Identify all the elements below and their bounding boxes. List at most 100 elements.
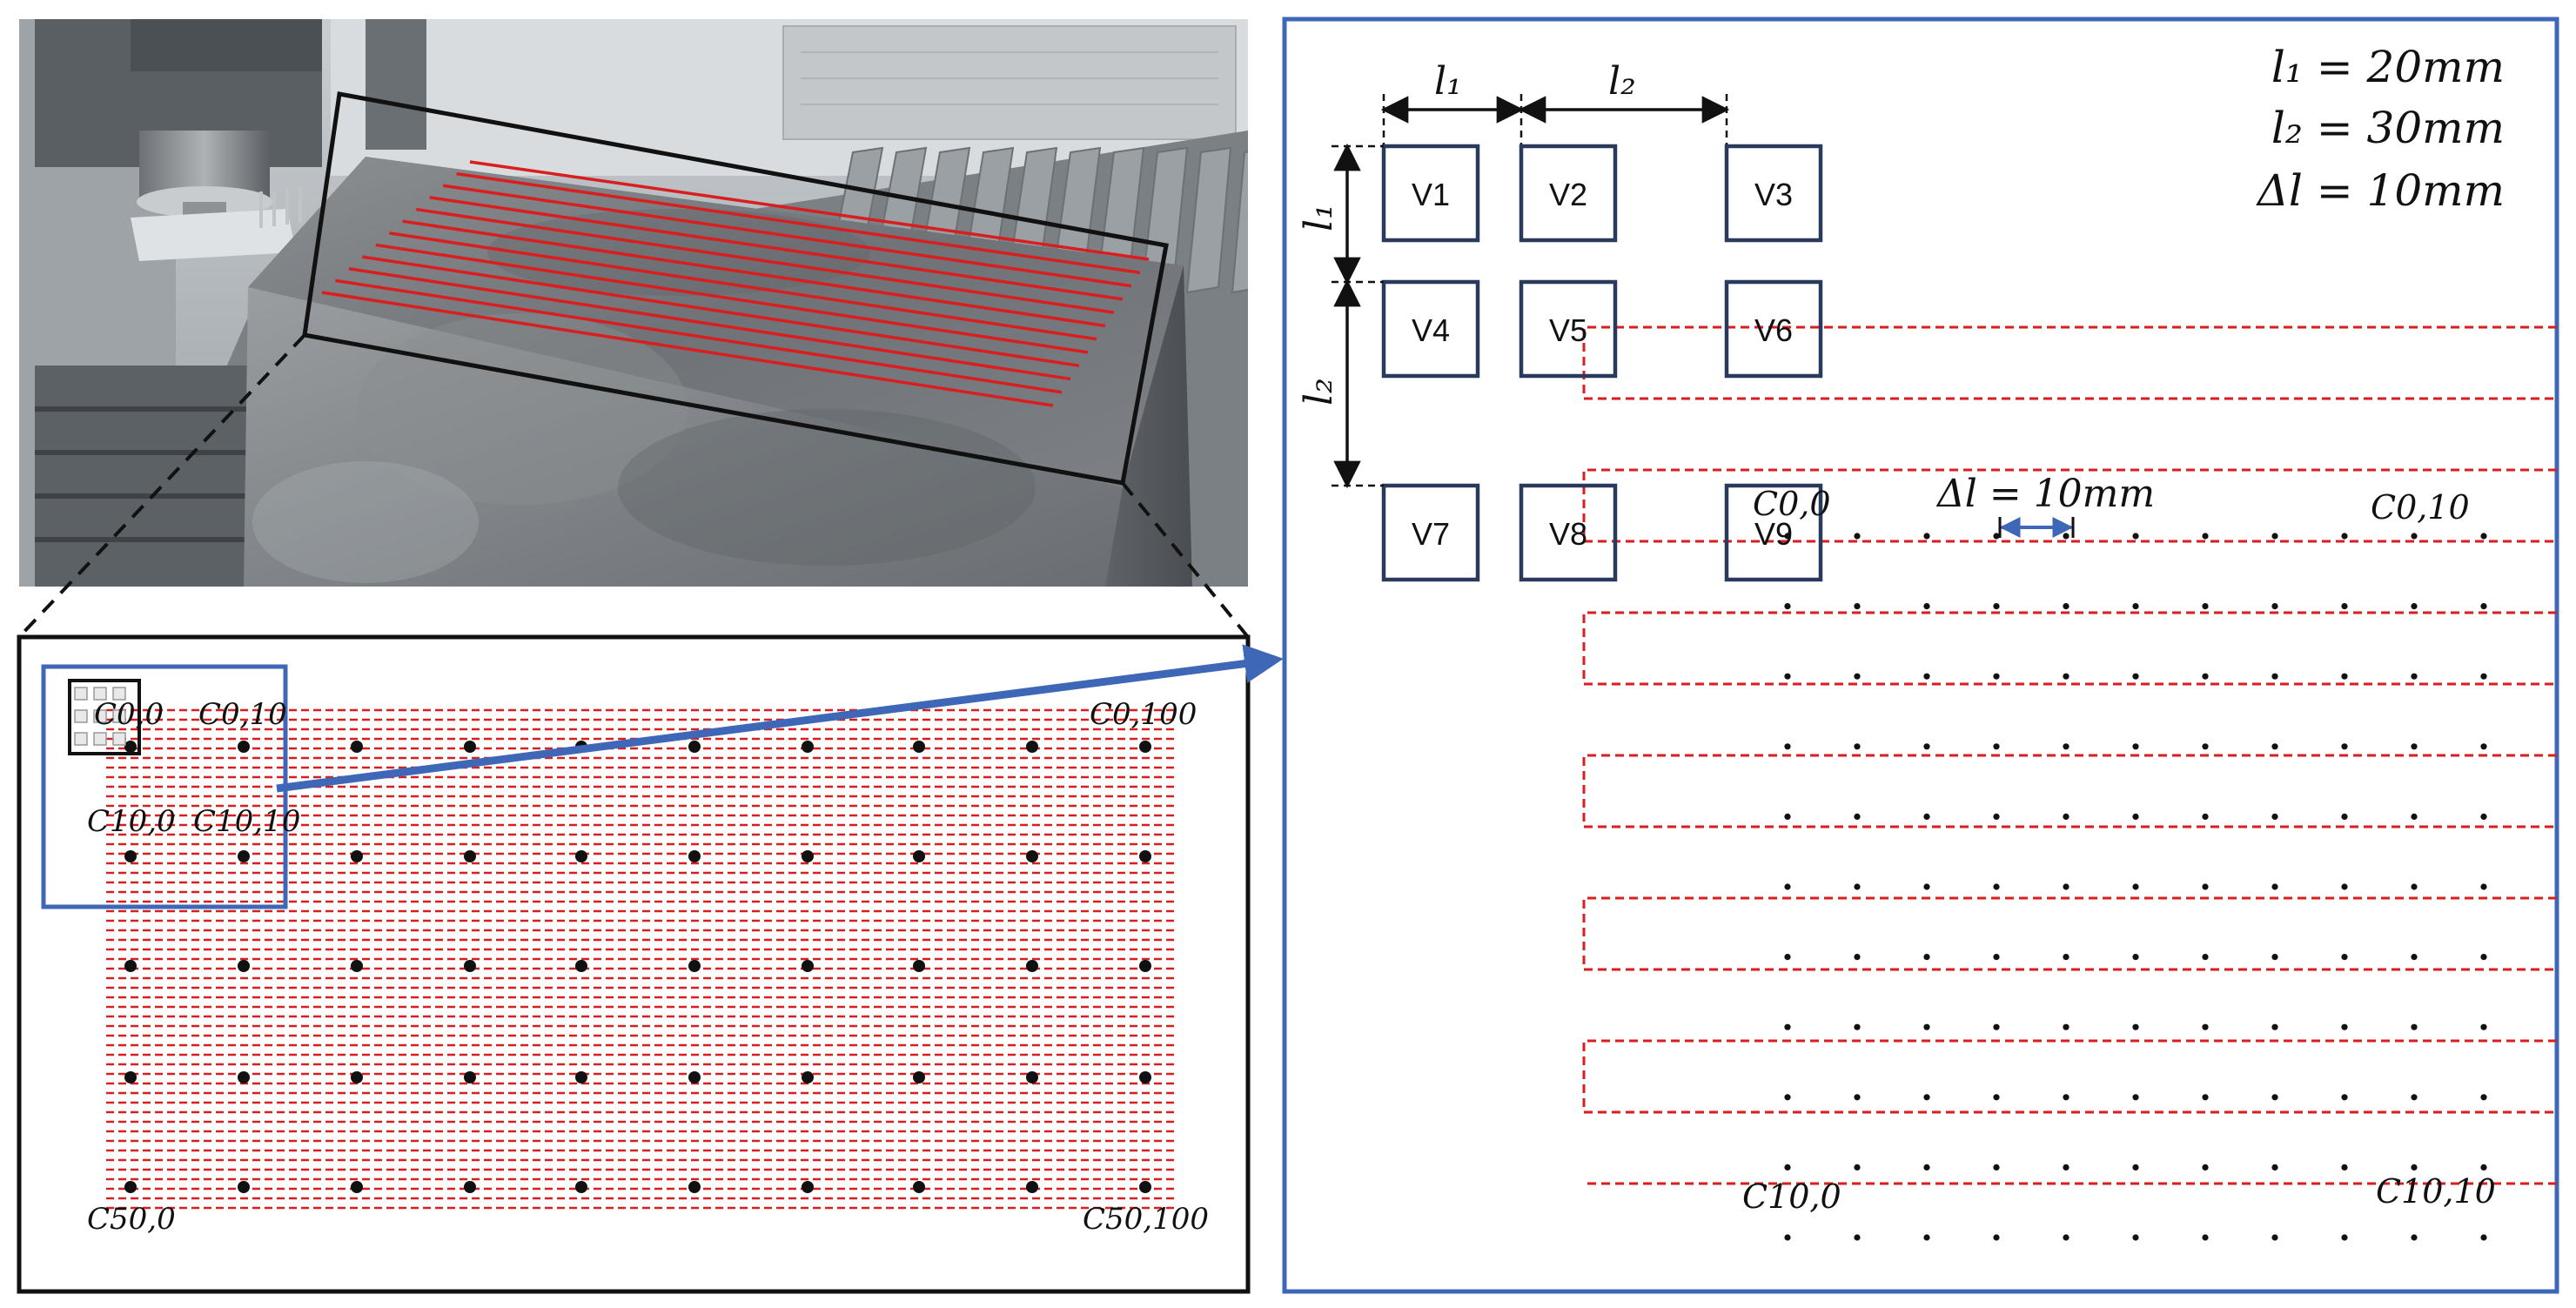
grid-point xyxy=(238,850,250,862)
detail-point xyxy=(2132,533,2139,540)
detail-point xyxy=(2480,813,2487,821)
label-c-50-100: C50,100 xyxy=(1083,1202,1209,1237)
machining-render xyxy=(19,19,1248,587)
grid-point xyxy=(124,741,137,753)
detail-point xyxy=(2202,743,2209,750)
detail-point xyxy=(2271,954,2278,961)
grid-point xyxy=(688,1181,701,1193)
detail-point xyxy=(1993,673,2000,680)
detail-point xyxy=(1784,1023,1791,1030)
v-box-4 xyxy=(1381,279,1480,379)
render-path-line xyxy=(389,231,1097,341)
detail-point xyxy=(2480,1094,2487,1101)
grid-point xyxy=(1139,960,1151,972)
v-box-label-4: V4 xyxy=(1412,312,1450,348)
detail-point xyxy=(2341,1094,2348,1101)
detail-point xyxy=(1923,1234,1930,1241)
detail-point xyxy=(2271,1164,2278,1170)
detail-point xyxy=(2132,883,2139,890)
grid-point xyxy=(124,850,137,862)
detail-point xyxy=(2063,743,2070,750)
detail-point xyxy=(2341,1164,2348,1170)
mini-v-box xyxy=(93,709,107,723)
detail-point xyxy=(2132,813,2139,821)
detail-point xyxy=(2480,673,2487,680)
v-box-label-8: V8 xyxy=(1549,516,1587,552)
detail-toolpath xyxy=(1582,325,2557,1185)
mini-v-box xyxy=(112,732,126,746)
dim-l2-v-label: l₂ xyxy=(1297,378,1341,406)
label-c-50-0: C50,0 xyxy=(87,1202,176,1237)
zoom-line-right xyxy=(1121,481,1250,639)
detail-point xyxy=(2202,673,2209,680)
grid-point xyxy=(1026,1181,1038,1193)
param-l1: l₁ = 20mm xyxy=(2271,42,2505,92)
detail-point xyxy=(2341,883,2348,890)
render-path-line xyxy=(469,160,1150,261)
grid-point xyxy=(1139,850,1151,862)
detail-point xyxy=(2271,603,2278,610)
detail-point xyxy=(1854,603,1861,610)
render-path-line xyxy=(362,255,1080,367)
grid-point xyxy=(1026,850,1038,862)
grid-point xyxy=(124,1181,137,1193)
detail-point xyxy=(1923,1023,1930,1030)
dim-l1-v-label: l₁ xyxy=(1297,204,1341,231)
detail-point xyxy=(2202,883,2209,890)
detail-point xyxy=(1993,1023,2000,1030)
detail-point xyxy=(1784,883,1791,890)
grid-point xyxy=(802,850,814,862)
render-toolpath xyxy=(321,160,1150,407)
v-box-7 xyxy=(1381,483,1480,582)
detail-point xyxy=(2271,743,2278,750)
grid-point xyxy=(464,850,476,862)
grid-point xyxy=(238,1181,250,1193)
detail-point xyxy=(2271,1234,2278,1241)
mini-v-boxes xyxy=(74,687,126,746)
detail-point xyxy=(1993,954,2000,961)
detail-point xyxy=(1784,743,1791,750)
detail-point xyxy=(2271,1023,2278,1030)
detail-point xyxy=(2341,1234,2348,1241)
detail-path-serpentine xyxy=(1582,325,2557,1185)
zoom-line-left xyxy=(17,333,306,639)
detail-point xyxy=(1854,1234,1861,1241)
grid-point xyxy=(1026,960,1038,972)
detail-point xyxy=(1993,883,2000,890)
detail-point xyxy=(1854,813,1861,821)
detail-point xyxy=(2411,1023,2418,1030)
detail-point xyxy=(2411,603,2418,610)
detail-point xyxy=(1993,533,2000,540)
label-c-0-0: C0,0 xyxy=(94,697,164,732)
detail-point xyxy=(2063,883,2070,890)
grid-point xyxy=(575,850,587,862)
mini-v-box xyxy=(74,732,88,746)
detail-point xyxy=(1923,1094,1930,1101)
detail-point xyxy=(2202,533,2209,540)
detail-point xyxy=(1784,673,1791,680)
detail-point xyxy=(1854,673,1861,680)
grid-point xyxy=(238,1071,250,1083)
v-box-label-7: V7 xyxy=(1412,516,1450,552)
mini-v-box xyxy=(93,687,107,701)
detail-point xyxy=(1854,1164,1861,1170)
detail-point xyxy=(2271,673,2278,680)
detail-point xyxy=(1784,1094,1791,1101)
detail-point xyxy=(1923,1164,1930,1170)
detail-point xyxy=(2341,813,2348,821)
detail-point xyxy=(2480,954,2487,961)
detail-point xyxy=(2411,813,2418,821)
label-c-10-0: C10,0 xyxy=(87,804,176,839)
detail-point xyxy=(2202,603,2209,610)
grid-point xyxy=(575,960,587,972)
grid-point xyxy=(464,1181,476,1193)
mini-v-box xyxy=(93,732,107,746)
v-box-2 xyxy=(1519,144,1618,243)
grid-point xyxy=(351,850,363,862)
detail-point xyxy=(2063,1164,2070,1170)
detail-point xyxy=(2132,1023,2139,1030)
grid-point xyxy=(1139,1071,1151,1083)
render-path-line xyxy=(375,243,1089,354)
detail-point xyxy=(2132,743,2139,750)
